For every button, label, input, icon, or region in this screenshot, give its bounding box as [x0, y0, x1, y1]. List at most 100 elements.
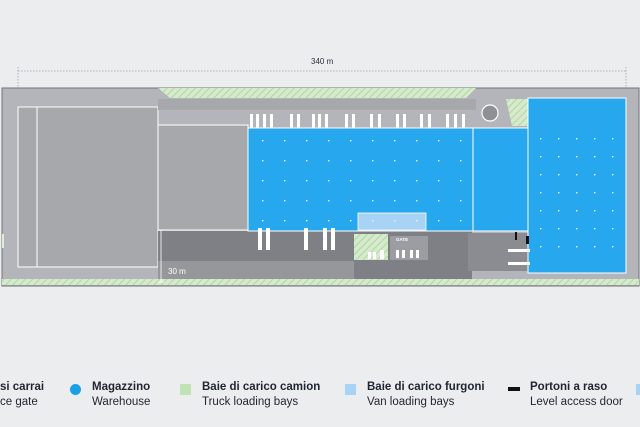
column-dot — [438, 140, 440, 142]
column-dot — [576, 192, 578, 194]
column-dot — [540, 210, 542, 212]
truck-bay — [446, 114, 449, 128]
column-dot — [558, 192, 560, 194]
column-dot — [394, 140, 396, 142]
legend-label-en: Level access door — [530, 396, 623, 408]
column-dot — [284, 220, 286, 222]
truck-bay — [325, 114, 328, 128]
column-dot — [594, 138, 596, 140]
legend-label-it: si carrai — [0, 381, 45, 393]
column-dot — [262, 200, 264, 202]
column-dot — [350, 200, 352, 202]
column-dot — [328, 140, 330, 142]
column-dot — [438, 180, 440, 182]
truck-bay — [370, 114, 373, 128]
column-dot — [284, 200, 286, 202]
truck-bay — [396, 114, 399, 128]
truck-bay — [297, 114, 300, 128]
column-dot — [558, 138, 560, 140]
column-dot — [328, 200, 330, 202]
column-dot — [612, 192, 614, 194]
column-dot — [416, 220, 418, 222]
warehouse-connector — [472, 127, 529, 232]
column-dot — [576, 210, 578, 212]
site-plan: GATE — [1, 67, 640, 287]
truck-bay — [263, 114, 266, 128]
legend-label-it: Magazzino — [92, 381, 151, 393]
column-dot — [558, 228, 560, 230]
column-dot — [306, 140, 308, 142]
legend-label-en: ce gate — [0, 396, 38, 408]
column-dot — [558, 174, 560, 176]
east-loading-bays — [508, 249, 530, 265]
truck-bay — [318, 114, 321, 128]
column-dot — [262, 160, 264, 162]
truck-bay — [290, 114, 293, 128]
column-dot — [540, 156, 542, 158]
column-dot — [576, 156, 578, 158]
column-dot — [372, 140, 374, 142]
road-north — [158, 99, 476, 110]
column-dot — [594, 246, 596, 248]
column-dot — [416, 200, 418, 202]
truck-bay-swatch-icon — [180, 384, 191, 395]
truck-bay — [250, 114, 253, 128]
level-door-bar-icon — [508, 387, 520, 391]
column-dot — [540, 192, 542, 194]
column-dot — [460, 140, 462, 142]
column-dot — [576, 174, 578, 176]
green-area-south — [2, 279, 639, 285]
truck-bay — [428, 114, 431, 128]
column-dot — [262, 180, 264, 182]
column-dot — [394, 200, 396, 202]
column-dot — [372, 220, 374, 222]
column-dot — [350, 180, 352, 182]
column-dot — [416, 140, 418, 142]
column-dot — [306, 180, 308, 182]
gate-label: GATE — [396, 237, 408, 242]
truck-loading-bays-north — [250, 114, 465, 128]
column-dot — [540, 138, 542, 140]
level-access-doors — [515, 232, 529, 244]
green-area-northeast — [506, 99, 528, 126]
column-dot — [594, 228, 596, 230]
column-dot — [416, 160, 418, 162]
column-dot — [284, 140, 286, 142]
roundabout — [481, 104, 499, 122]
column-dot — [416, 180, 418, 182]
truck-bay — [345, 114, 348, 128]
column-dot — [350, 220, 352, 222]
column-dot — [594, 210, 596, 212]
column-dot — [540, 174, 542, 176]
legend-label-en: Truck loading bays — [202, 396, 299, 408]
column-dot — [262, 140, 264, 142]
column-dot — [328, 180, 330, 182]
column-dot — [612, 156, 614, 158]
truck-bay — [352, 114, 355, 128]
truck-bay — [462, 114, 465, 128]
truck-bay — [403, 114, 406, 128]
column-dot — [540, 228, 542, 230]
building-west — [17, 106, 159, 268]
column-dot — [612, 174, 614, 176]
column-dot — [394, 160, 396, 162]
column-dot — [438, 200, 440, 202]
column-dot — [576, 246, 578, 248]
column-dot — [350, 140, 352, 142]
column-dot — [558, 210, 560, 212]
column-dot — [612, 210, 614, 212]
column-dot — [558, 246, 560, 248]
legend-label-it: Baie di carico furgoni — [367, 381, 485, 393]
width-dimension-label: 30 m — [168, 267, 186, 276]
truck-bay — [378, 114, 381, 128]
column-dot — [284, 180, 286, 182]
truck-bay — [256, 114, 259, 128]
truck-bay — [420, 114, 423, 128]
column-dot — [372, 200, 374, 202]
legend-label-en: Warehouse — [92, 396, 151, 408]
warehouse-column-grid — [262, 138, 614, 248]
column-dot — [394, 180, 396, 182]
legend-next-swatch-icon — [636, 384, 640, 395]
column-dot — [594, 192, 596, 194]
column-dot — [460, 220, 462, 222]
